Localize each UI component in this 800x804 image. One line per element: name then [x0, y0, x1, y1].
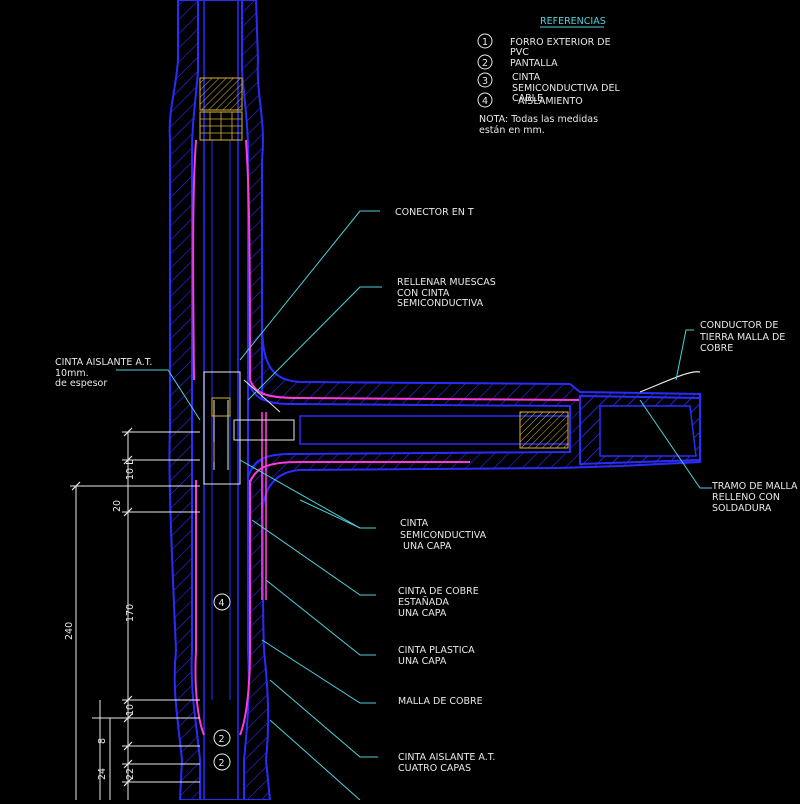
callout-aislante-cuatro: CINTA AISLANTE A.T. CUATRO CAPAS [398, 752, 495, 774]
dim-24: 24 [97, 768, 108, 780]
svg-text:CON CINTA: CON CINTA [397, 288, 450, 299]
ref-item-2: 2 PANTALLA [477, 54, 558, 70]
references-note-2: están en mm. [479, 125, 545, 136]
magenta-vertical-lower [194, 480, 205, 736]
svg-text:2: 2 [219, 758, 225, 769]
svg-text:AISLAMIENTO: AISLAMIENTO [518, 96, 583, 107]
svg-text:CINTA DE COBRE: CINTA DE COBRE [398, 586, 479, 597]
callout-conductor: CONDUCTOR DE TIERRA MALLA DE COBRE [699, 320, 785, 354]
callout-conector: CONECTOR EN T [395, 207, 474, 218]
svg-text:PANTALLA: PANTALLA [510, 58, 558, 69]
callout-cobre: CINTA DE COBRE ESTAÑADA UNA CAPA [398, 586, 479, 619]
branch-connector-hatch [519, 411, 569, 449]
svg-text:COBRE: COBRE [700, 343, 733, 354]
svg-text:2: 2 [219, 734, 225, 745]
dim-240: 240 [64, 622, 75, 640]
svg-text:CINTA: CINTA [512, 72, 541, 83]
dim-22: 22 [125, 768, 136, 780]
svg-text:CINTA AISLANTE A.T.: CINTA AISLANTE A.T. [55, 357, 152, 368]
svg-text:de espesor: de espesor [55, 378, 107, 389]
callout-rellenar: RELLENAR MUESCAS CON CINTA SEMICONDUCTIV… [397, 277, 496, 309]
vertical-body [168, 0, 272, 801]
svg-text:SOLDADURA: SOLDADURA [712, 503, 772, 514]
svg-text:RELLENO CON: RELLENO CON [712, 492, 780, 503]
svg-text:CINTA: CINTA [400, 518, 429, 529]
ref-item-1: 1 FORRO EXTERIOR DE PVC [477, 33, 611, 58]
magenta-horizontal-top [249, 379, 581, 401]
callout-malla: MALLA DE COBRE [398, 696, 483, 707]
horizontal-core [299, 415, 571, 445]
magenta-vertical-upper [192, 139, 197, 381]
magenta-tape-curve [261, 412, 267, 600]
dim-10: 10 [125, 704, 136, 716]
magenta-vertical-lower-right [239, 480, 251, 736]
svg-text:1: 1 [482, 37, 488, 48]
svg-text:ESTAÑADA: ESTAÑADA [398, 597, 449, 608]
dim-8: 8 [97, 738, 108, 744]
magenta-vertical-upper-right [245, 139, 251, 381]
references-title: REFERENCIAS [540, 16, 606, 27]
svg-text:FORRO EXTERIOR DE: FORRO EXTERIOR DE [510, 37, 611, 48]
dim-170: 170 [125, 604, 136, 622]
dimension-ticks [71, 427, 133, 787]
t-connector-yellow [211, 397, 231, 462]
svg-text:UNA CAPA: UNA CAPA [400, 541, 452, 552]
callout-cinta-aislante-left: CINTA AISLANTE A.T. 10mm. de espesor [55, 357, 152, 389]
svg-text:SEMICONDUCTIVA: SEMICONDUCTIVA [400, 530, 487, 541]
svg-text:CINTA PLASTICA: CINTA PLASTICA [398, 645, 475, 656]
leader-lines [116, 210, 712, 801]
top-connector-grid [200, 112, 242, 140]
svg-text:TIERRA MALLA DE: TIERRA MALLA DE [699, 332, 785, 343]
cable-end-inner [599, 405, 697, 457]
top-connector-hatch [199, 77, 243, 111]
callout-plastica: CINTA PLASTICA UNA CAPA [398, 645, 475, 667]
references-block: REFERENCIAS 1 FORRO EXTERIOR DE PVC 2 PA… [477, 16, 620, 136]
callout-tramo: TRAMO DE MALLA RELLENO CON SOLDADURA [711, 481, 798, 514]
dimension-lines [70, 431, 200, 800]
svg-text:UNA CAPA: UNA CAPA [398, 656, 447, 667]
horizontal-branch [247, 319, 701, 600]
dim-20: 20 [112, 500, 123, 512]
callout-semicond: CINTA SEMICONDUCTIVA UNA CAPA [400, 518, 487, 552]
svg-text:UNA CAPA: UNA CAPA [398, 608, 447, 619]
ref-item-3: 3 CINTA SEMICONDUCTIVA DEL CABLE [477, 72, 620, 104]
svg-text:2: 2 [482, 58, 488, 69]
magenta-horizontal-bottom [249, 461, 470, 483]
svg-text:SEMICONDUCTIVA DEL: SEMICONDUCTIVA DEL [512, 83, 620, 94]
svg-text:4: 4 [219, 598, 225, 609]
references-note-1: NOTA: Todas las medidas [479, 114, 598, 125]
svg-text:CABLE: CABLE [512, 93, 543, 104]
marker-four: 4 [213, 593, 231, 611]
ref-item-4: 4 AISLAMIENTO [477, 92, 583, 108]
svg-text:PVC: PVC [510, 47, 529, 58]
marker-two-a: 2 [213, 729, 231, 747]
earth-wire [639, 371, 701, 393]
svg-text:TRAMO DE MALLA: TRAMO DE MALLA [711, 481, 798, 492]
marker-two-b: 2 [213, 753, 231, 771]
svg-text:4: 4 [482, 96, 488, 107]
svg-text:RELLENAR MUESCAS: RELLENAR MUESCAS [397, 277, 496, 288]
svg-text:SEMICONDUCTIVA: SEMICONDUCTIVA [397, 298, 484, 309]
svg-text:CONDUCTOR DE: CONDUCTOR DE [700, 320, 778, 331]
dim-10L: 10 L [125, 459, 136, 480]
svg-text:10mm.: 10mm. [55, 368, 89, 379]
svg-text:CINTA AISLANTE A.T.: CINTA AISLANTE A.T. [398, 752, 495, 763]
svg-text:3: 3 [482, 76, 488, 87]
svg-text:CUATRO CAPAS: CUATRO CAPAS [398, 763, 471, 774]
